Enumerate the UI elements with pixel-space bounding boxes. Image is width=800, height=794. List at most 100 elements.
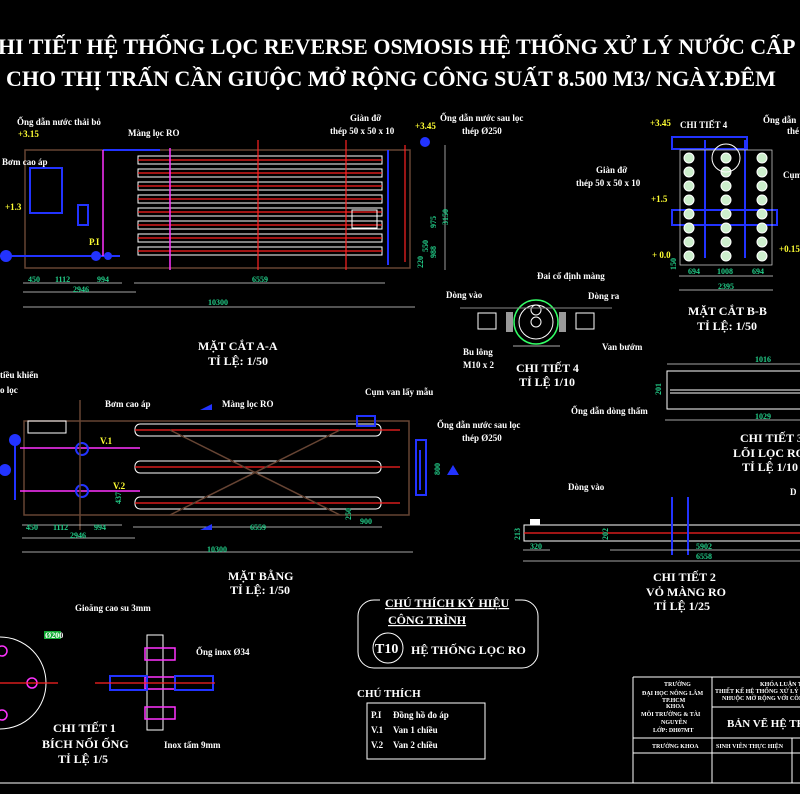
symbol-legend-frame (357, 599, 539, 669)
membrane-section (683, 180, 695, 192)
sample-valve-label: Cụm van lấy mẫu (365, 387, 433, 397)
note-code: P.I (371, 710, 382, 720)
butterfly-valve-label: Van bướm (602, 342, 643, 352)
detail3-scale: TỈ LỆ 1/10 (742, 460, 798, 474)
school-label: ĐẠI HỌC NÔNG LÂM (642, 689, 704, 697)
membrane-section (720, 222, 732, 234)
bolt-label: Bu lông (463, 347, 493, 357)
dean-label: TRƯỞNG KHOA (652, 742, 699, 750)
dimension-label: 550 (421, 240, 430, 252)
plan-scale: TỈ LỆ: 1/50 (230, 583, 290, 597)
membrane-section (683, 208, 695, 220)
note-code: V.2 (371, 740, 384, 750)
title-block (0, 676, 800, 784)
dimension-label: 10300 (208, 298, 228, 307)
elevation-label: +1.5 (651, 194, 668, 204)
thesis-label: THIẾT KẾ HỆ THỐNG XỬ LÝ NƯỚC (715, 687, 800, 695)
detail1-title: CHI TIẾT 1 (53, 720, 116, 735)
class-label: LỚP: DH07MT (653, 726, 694, 734)
permeate-pipe-label: Ống dẫn dòng thấm (571, 406, 648, 416)
valve-v2-label: V.2 (113, 481, 126, 491)
dimension-label: 220 (416, 256, 425, 268)
cum-label: Cụm (783, 170, 800, 180)
bolt-spec-label: M10 x 2 (463, 360, 494, 370)
detail1-drawing (0, 634, 215, 731)
pipe-label-2: thé (787, 126, 799, 136)
plan-drawing (0, 400, 459, 553)
membrane-section (683, 194, 695, 206)
thesis-label: KHÓA LUẬN TỐT (760, 680, 800, 688)
frame-spec-label: thép 50 x 50 x 10 (330, 126, 395, 136)
detail2-title: CHI TIẾT 2 (653, 569, 716, 584)
band-label: Đai cố định màng (537, 271, 605, 281)
inox-pipe-label: Ống inox Ø34 (196, 647, 250, 657)
outlet-pipe-label: Ống dẫn nước sau lọc (437, 420, 520, 430)
inox-plate-label: Inox tấm 9mm (164, 740, 221, 750)
section-aa-title: MẶT CẮT A-A (198, 338, 278, 353)
dimension-label: 1008 (717, 267, 733, 276)
notes-box (366, 702, 486, 760)
section-aa-drawing (0, 137, 446, 308)
membrane-section (683, 152, 695, 164)
symbol-legend-title: CHÚ THÍCH KÝ HIỆU (385, 596, 509, 610)
elevation-label: +1.3 (5, 202, 22, 212)
dimension-label: 994 (94, 523, 106, 532)
dimension-label: 694 (688, 267, 700, 276)
symbol-circle (372, 632, 404, 664)
membrane-section (756, 236, 768, 248)
symbol-code: T10 (375, 642, 398, 657)
dimension-label: 6559 (250, 523, 266, 532)
dimension-label: 202 (601, 528, 610, 540)
waste-pipe-label: Ống dẫn nước thải bỏ (17, 117, 101, 127)
pipe-label: Ống dẫn (763, 115, 796, 125)
ro-membrane-label: Màng lọc RO (222, 399, 274, 409)
detail3-drawing (665, 363, 800, 421)
membrane-section (683, 222, 695, 234)
school-label: TRƯỜNG (664, 680, 691, 688)
membrane-section (756, 194, 768, 206)
frame-label: Giàn đỡ (596, 165, 627, 175)
dimension-label: 6558 (696, 552, 712, 561)
symbol-label: HỆ THỐNG LỌC RO (411, 642, 526, 657)
detail4-title: CHI TIẾT 4 (516, 360, 579, 375)
pressure-gauge-label: P.I (89, 237, 100, 247)
section-bb-drawing (671, 136, 778, 291)
dimension-label: 694 (752, 267, 764, 276)
section-bb-scale: TỈ LỆ: 1/50 (697, 319, 757, 333)
valve-v1-label: V.1 (100, 436, 113, 446)
dimension-label: 250 (344, 508, 353, 520)
dimension-label: 450 (28, 275, 40, 284)
dimension-label: 800 (433, 463, 442, 475)
dimension-label: 6559 (252, 275, 268, 284)
membrane-section (720, 236, 732, 248)
gasket-label: Gioăng cao su 3mm (75, 603, 151, 613)
inflow-label: Dòng vào (446, 290, 483, 300)
inflow-label: Dòng vào (568, 482, 605, 492)
dimension-label: 1029 (755, 412, 771, 421)
school-label: TP.HCM (662, 698, 686, 704)
note-text: Van 1 chiều (393, 725, 438, 735)
elevation-label: + 0.0 (652, 250, 671, 260)
dimension-label: 2946 (73, 285, 89, 294)
detail2-subtitle: VỎ MÀNG RO (646, 585, 726, 599)
dimension-label: 3150 (441, 209, 450, 225)
frame-spec-label: thép 50 x 50 x 10 (576, 178, 641, 188)
faculty-label: MÔI TRƯỜNG & TÀI (641, 710, 701, 718)
note-text: Van 2 chiều (393, 740, 438, 750)
note-code: V.1 (371, 725, 384, 735)
detail4-drawing (460, 299, 612, 347)
membrane-section (756, 222, 768, 234)
detail4-scale: TỈ LỆ 1/10 (519, 375, 575, 389)
membrane-section (756, 152, 768, 164)
pump-label: Bơm cao áp (2, 157, 47, 167)
membrane-section (720, 250, 732, 262)
outflow-label: Dòng ra (588, 291, 620, 301)
ro-membrane-label: Màng lọc RO (128, 128, 180, 138)
note-text: Đồng hồ đo áp (393, 710, 449, 720)
membrane-section (683, 166, 695, 178)
drawing-title-line2: CHO THỊ TRẤN CẦN GIUỘC MỞ RỘNG CÔNG SUẤT… (6, 66, 776, 91)
controller-label-2: o lọc (0, 385, 18, 395)
dimension-label: 10300 (207, 545, 227, 554)
dimension-label: 1112 (55, 275, 70, 284)
